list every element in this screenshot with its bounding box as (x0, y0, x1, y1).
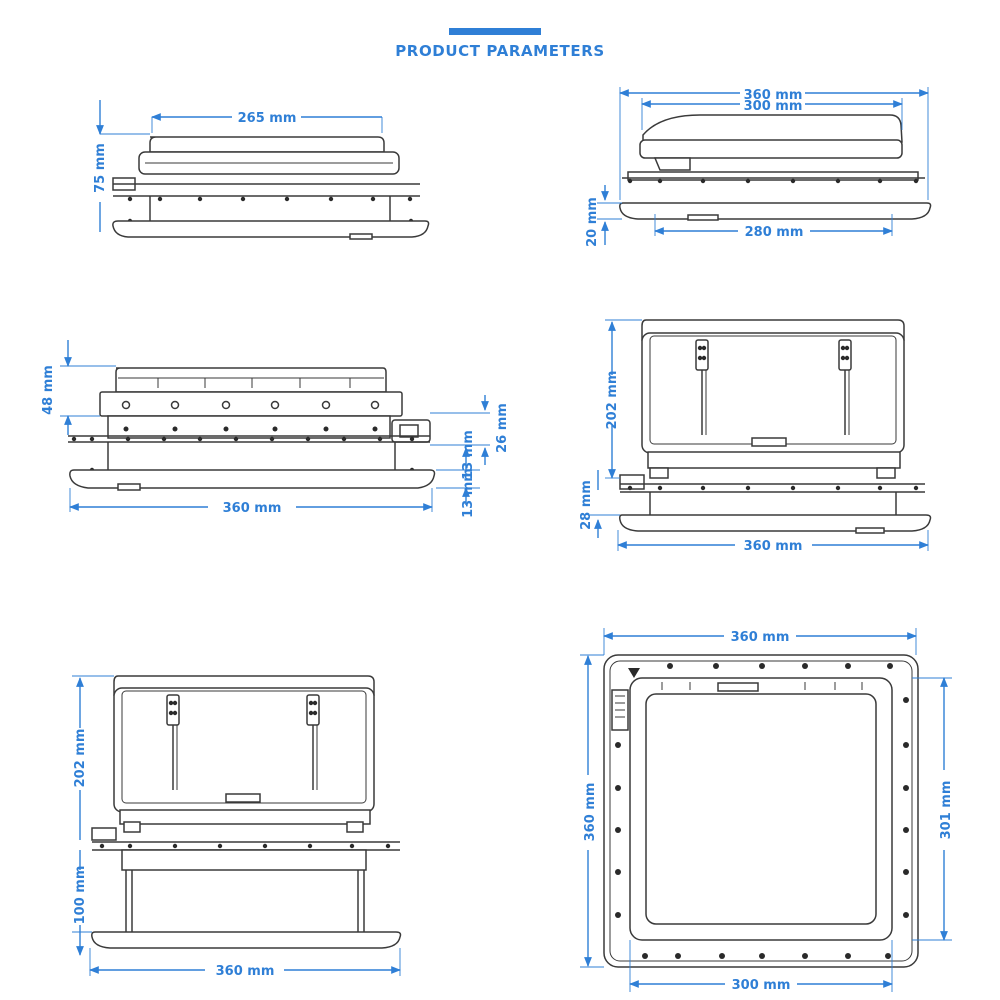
header-accent-bar (449, 28, 541, 35)
dim-label-300-bottom: 300 mm (732, 978, 791, 993)
dim-label-13-upper: 13 mm (461, 430, 476, 480)
dim-label-280: 280 mm (745, 225, 804, 240)
dim-label-360-side: 360 mm (583, 783, 598, 842)
view-end-closed (619, 114, 932, 221)
dim-label-360-mid-right: 360 mm (744, 539, 803, 554)
dimensions-end-closed: 360 mm 300 mm 280 mm 20 mm (585, 87, 929, 247)
dimensions-open-lid: 202 mm 28 mm 360 mm (579, 319, 929, 554)
page-title: PRODUCT PARAMETERS (395, 42, 605, 60)
dim-label-360-top: 360 mm (744, 88, 803, 103)
dim-label-202-bottom: 202 mm (73, 729, 88, 788)
dim-label-13-lower: 13 mm (461, 468, 476, 518)
view-open-lid-extended (91, 675, 402, 949)
dim-label-20: 20 mm (585, 197, 600, 247)
dim-label-300-top: 300 mm (744, 99, 803, 114)
dim-label-48: 48 mm (41, 365, 56, 415)
dimensions-open-lid-extended: 202 mm 100 mm 360 mm (72, 675, 401, 979)
view-side-closed (112, 136, 430, 240)
dim-label-301: 301 mm (939, 781, 954, 840)
dim-label-360-mid-left: 360 mm (223, 501, 282, 516)
dim-label-100: 100 mm (73, 866, 88, 925)
dim-label-265: 265 mm (238, 111, 297, 126)
dim-label-28: 28 mm (579, 480, 594, 530)
dimensions-side-closed: 265 mm 75 mm (93, 100, 383, 232)
dimensions-side-detailed: 48 mm 26 mm 13 mm 13 mm 360 mm (41, 340, 510, 518)
dim-label-360-top-view: 360 mm (731, 630, 790, 645)
dim-label-26: 26 mm (495, 403, 510, 453)
view-top (603, 654, 919, 968)
dimensions-top: 360 mm 360 mm 301 mm 300 mm (580, 628, 954, 993)
dim-label-202-mid: 202 mm (605, 371, 620, 430)
view-open-lid (619, 319, 932, 534)
view-side-detailed (68, 367, 436, 491)
dim-label-75: 75 mm (93, 143, 108, 193)
dim-label-360-bottom-left: 360 mm (216, 964, 275, 979)
